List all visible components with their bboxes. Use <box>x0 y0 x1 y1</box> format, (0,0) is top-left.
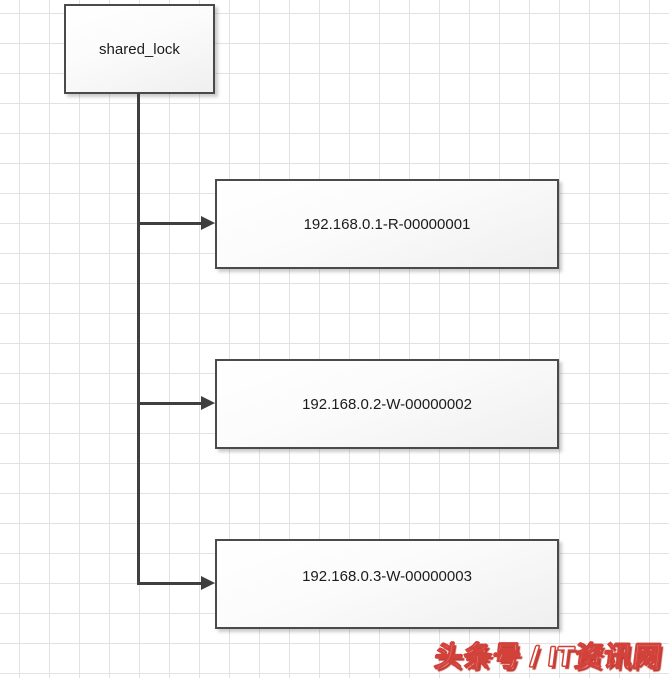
connector-trunk <box>137 93 140 585</box>
diagram-node-client-3: 192.168.0.3-W-00000003 <box>215 539 559 629</box>
diagram-node-client-2: 192.168.0.2-W-00000002 <box>215 359 559 449</box>
connector-branch-1 <box>139 222 202 225</box>
arrow-right-icon <box>201 396 215 410</box>
diagram-node-client-1: 192.168.0.1-R-00000001 <box>215 179 559 269</box>
node-label-shared-lock: shared_lock <box>99 40 180 58</box>
diagram-node-shared-lock: shared_lock <box>64 4 215 94</box>
connector-branch-3 <box>139 582 202 585</box>
node-label-client-3: 192.168.0.3-W-00000003 <box>302 567 472 585</box>
watermark-text: 头条号 / IT资讯网 <box>432 641 664 673</box>
node-label-client-1: 192.168.0.1-R-00000001 <box>303 215 471 233</box>
arrow-right-icon <box>201 216 215 230</box>
connector-branch-2 <box>139 402 202 405</box>
arrow-right-icon <box>201 576 215 590</box>
node-label-client-2: 192.168.0.2-W-00000002 <box>302 395 472 413</box>
